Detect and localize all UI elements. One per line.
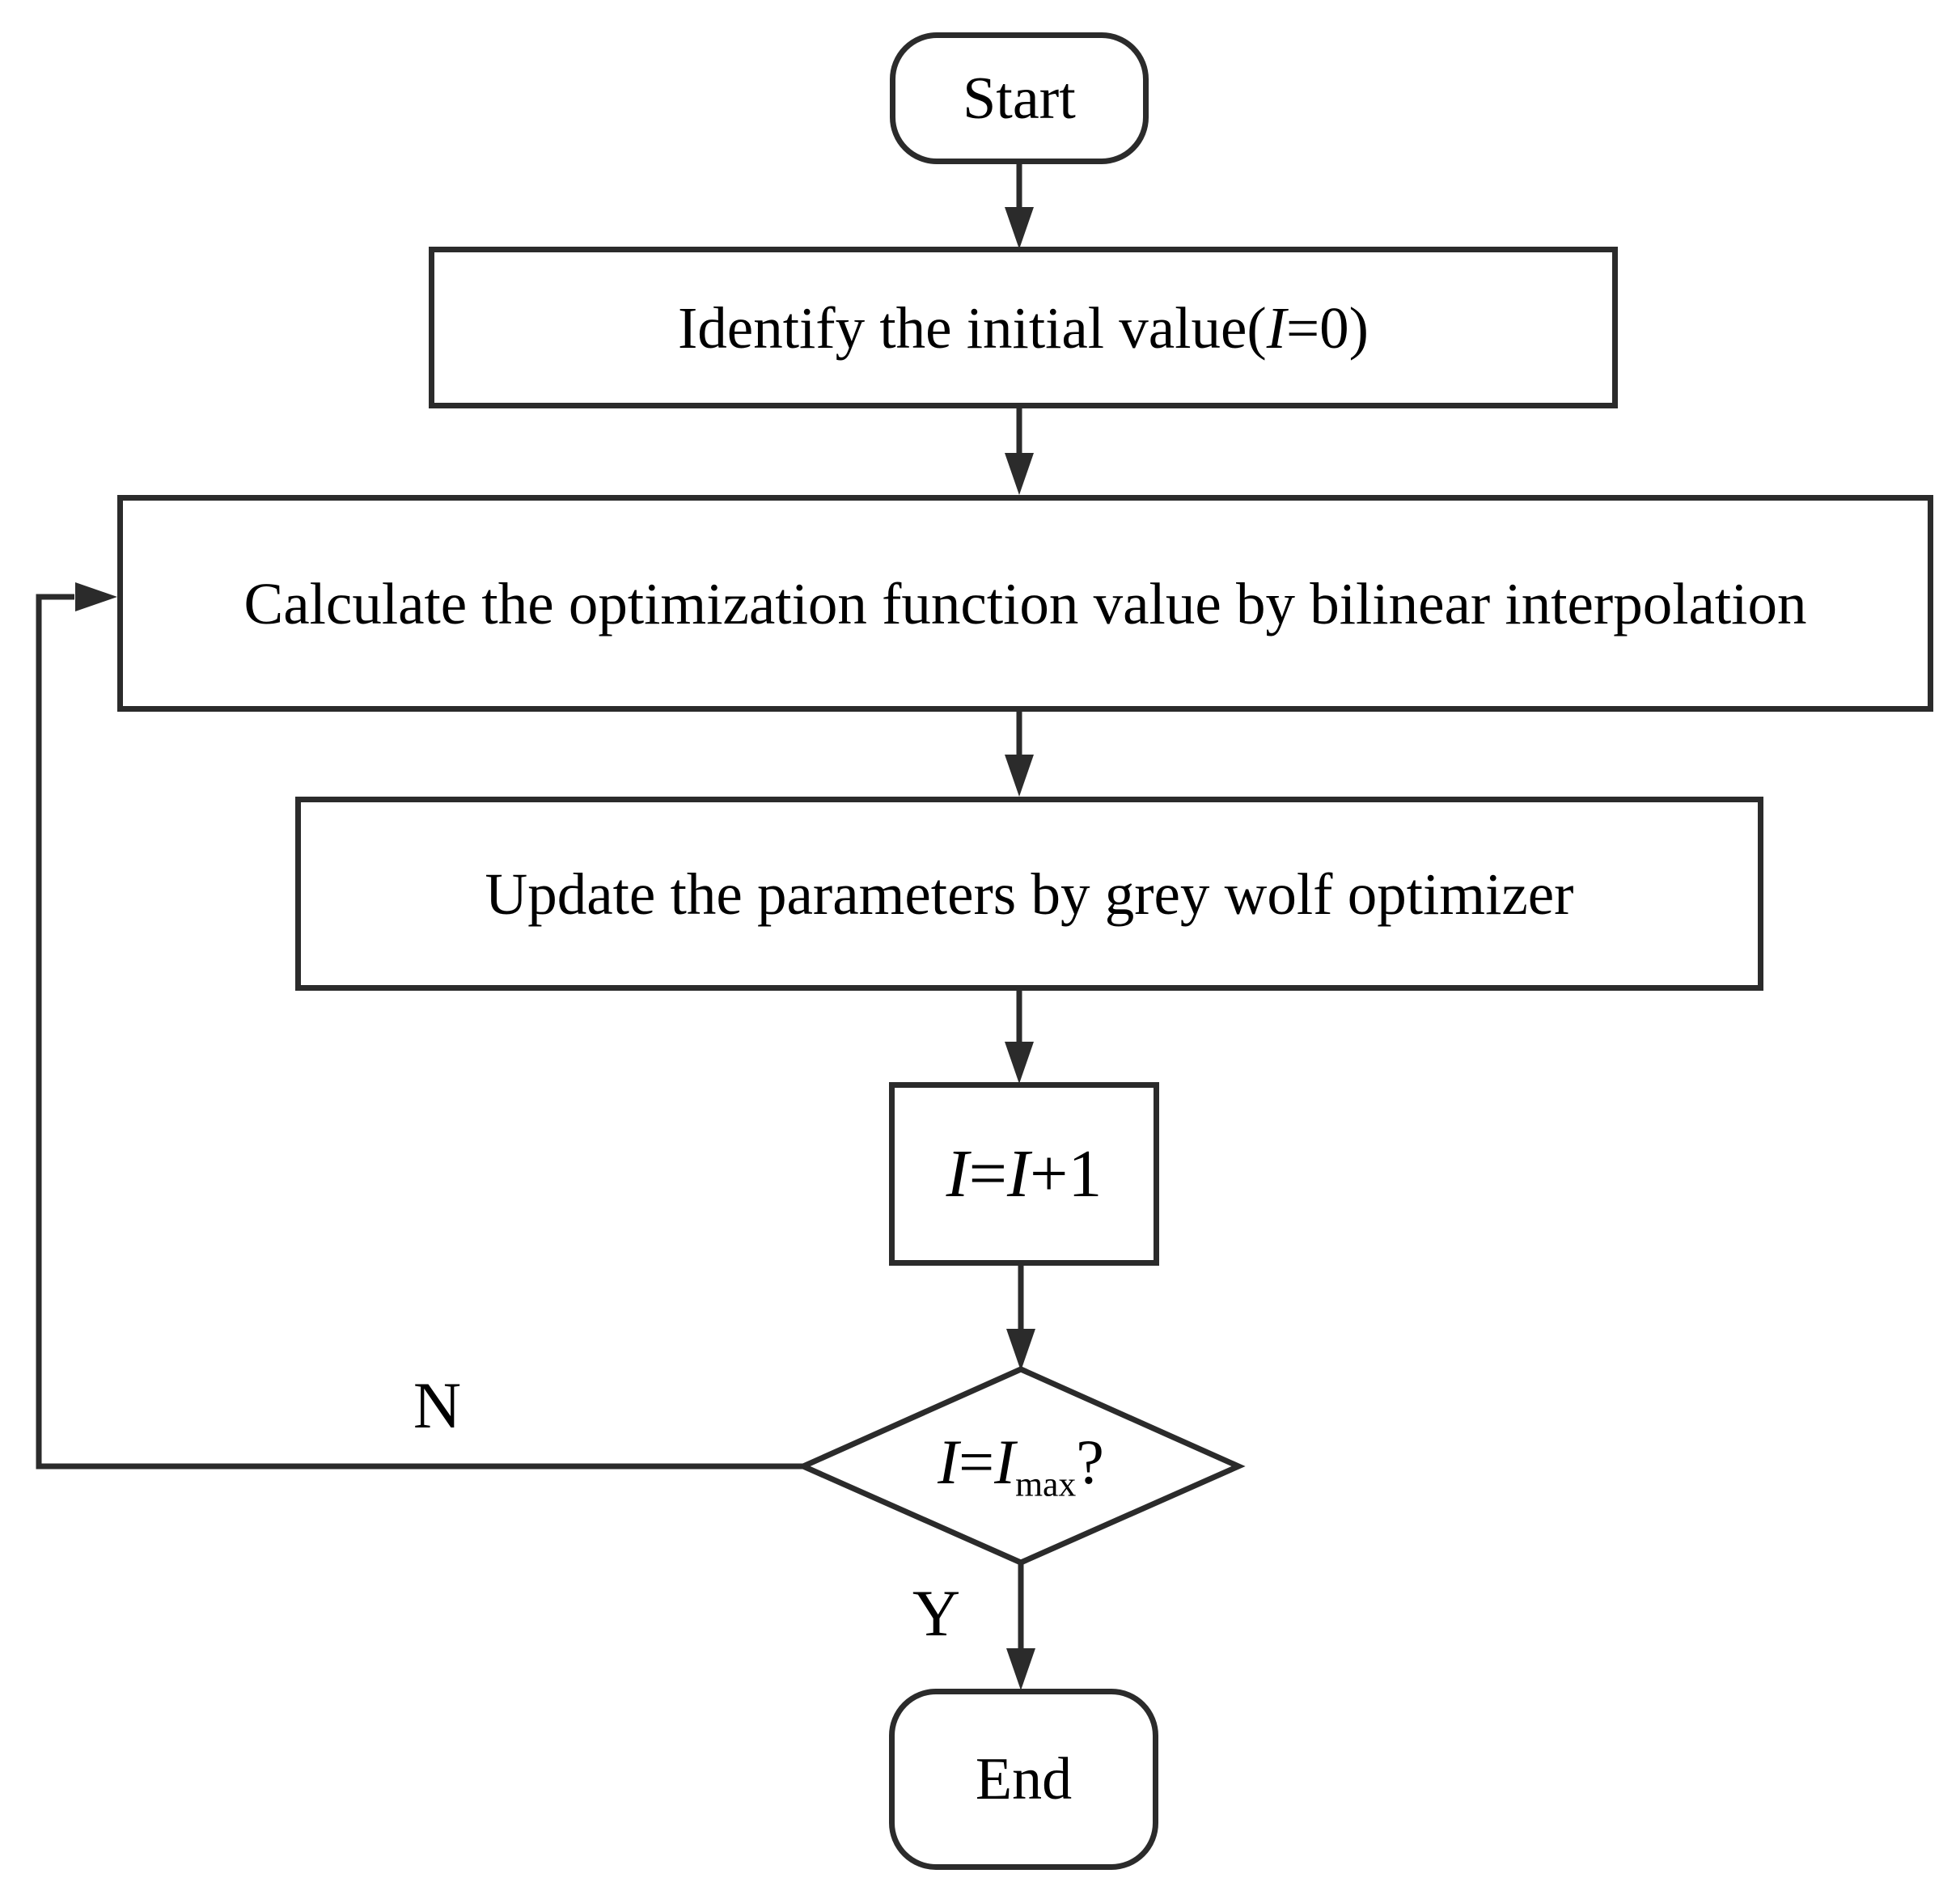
no-branch-label: N <box>413 1368 462 1442</box>
calculate-function-value-node: Calculate the optimization function valu… <box>117 495 1933 712</box>
arrowhead-decision-end-icon <box>1006 1648 1035 1690</box>
arrowhead-calculate-update-icon <box>1005 755 1034 797</box>
update-node-label: Update the parameters by grey wolf optim… <box>485 861 1574 927</box>
yes-branch-label: Y <box>912 1575 961 1650</box>
start-node-label: Start <box>963 65 1076 132</box>
decision-node-label: I=Imax? <box>802 1377 1239 1555</box>
connector-decision-calculate-loop <box>36 594 803 1470</box>
arrowhead-loop-calculate-icon <box>75 582 117 611</box>
arrowhead-identify-calculate-icon <box>1005 453 1034 495</box>
end-node: End <box>889 1689 1158 1870</box>
arrowhead-increment-decision-icon <box>1006 1329 1035 1371</box>
increment-iteration-node: I=I+1 <box>889 1082 1159 1266</box>
increment-node-label: I=I+1 <box>946 1136 1103 1212</box>
arrowhead-update-increment-icon <box>1005 1042 1034 1084</box>
identify-node-label: Identify the initial value(I=0) <box>677 294 1369 361</box>
calculate-node-label: Calculate the optimization function valu… <box>243 570 1807 636</box>
identify-initial-value-node: Identify the initial value(I=0) <box>429 247 1618 408</box>
arrowhead-start-identify-icon <box>1005 207 1034 249</box>
start-node: Start <box>890 32 1149 164</box>
decision-node-text: I=Imax? <box>938 1426 1104 1503</box>
update-parameters-node: Update the parameters by grey wolf optim… <box>295 797 1763 991</box>
end-node-label: End <box>975 1746 1073 1812</box>
